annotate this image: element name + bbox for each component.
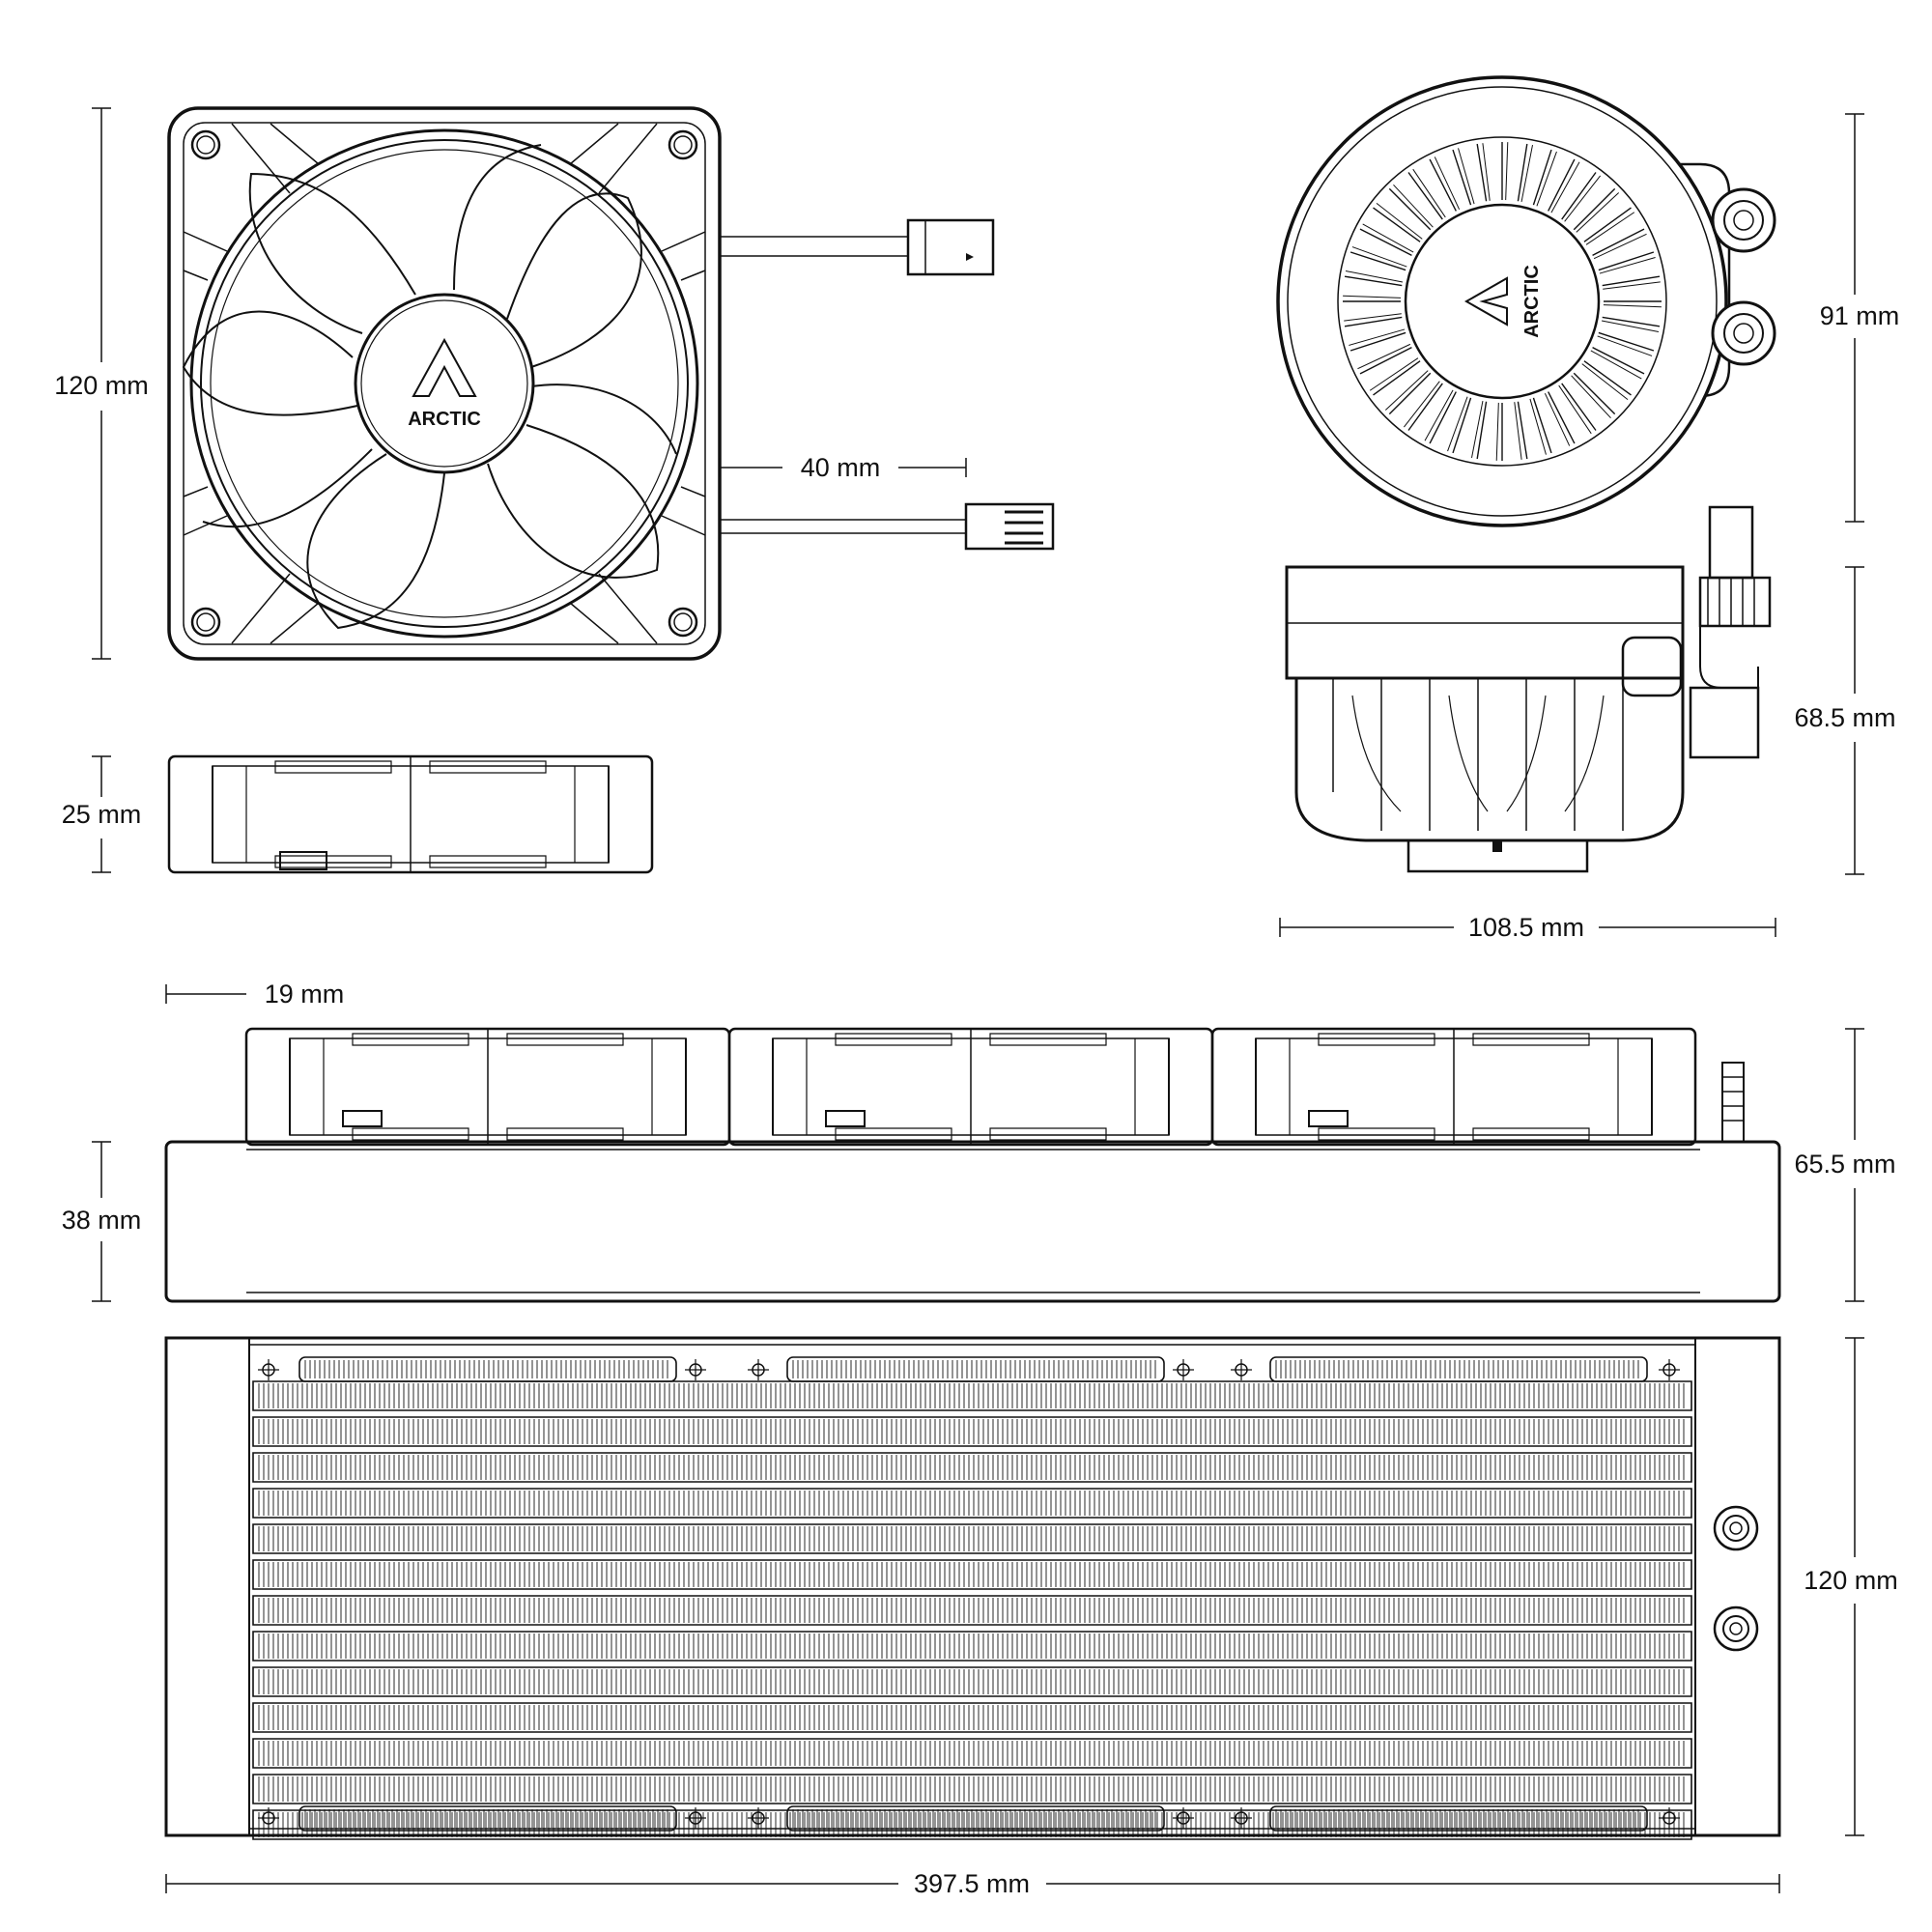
fitting-top <box>1713 189 1775 251</box>
dim-fan-thickness: 25 mm <box>62 800 142 829</box>
fan-hub <box>355 295 533 472</box>
dim-pump-height: 68.5 mm <box>1794 703 1895 732</box>
dim-radiator-length: 397.5 mm <box>914 1869 1030 1898</box>
fan-front-view: ARCTIC 40 mm 120 mm <box>54 108 1053 659</box>
fan-hub-logo: ARCTIC <box>408 409 481 430</box>
mount-hole-br <box>669 609 696 636</box>
radiator-front-view: 120 mm 397.5 mm <box>166 1338 1898 1898</box>
dim-cable-length: 40 mm <box>801 453 881 482</box>
dim-radiator-thickness: 38 mm <box>62 1206 142 1235</box>
argb-connector <box>908 220 993 274</box>
radiator-nozzle <box>1722 1063 1744 1142</box>
radiator-body-side <box>166 1142 1779 1301</box>
mount-hole-tr <box>669 131 696 158</box>
fan-blades <box>184 145 676 628</box>
fitting-bottom <box>1713 302 1775 364</box>
mount-hole-bl <box>192 609 219 636</box>
dim-radiator-fan-total: 65.5 mm <box>1794 1150 1895 1179</box>
radiator-fins <box>253 1357 1691 1839</box>
pump-logo: ARCTIC <box>1521 265 1543 338</box>
fan-shroud <box>191 130 697 637</box>
pump-top-view: ARCTIC 91 mm <box>1278 77 1899 526</box>
tube-stub <box>1710 507 1752 578</box>
fan-side-view: 25 mm <box>62 754 654 874</box>
dim-fan-offset: 19 mm <box>265 980 345 1009</box>
dim-pump-diameter: 91 mm <box>1820 301 1900 330</box>
dim-pump-width: 108.5 mm <box>1468 913 1584 942</box>
pwm-connector <box>966 504 1053 549</box>
pump-fins <box>1343 142 1662 461</box>
tube-elbow <box>1690 688 1758 757</box>
fan-connector-stub <box>280 852 327 869</box>
pump-side-view: 68.5 mm 108.5 mm <box>1280 507 1896 942</box>
radiator-port-top <box>1715 1507 1757 1549</box>
dim-fan-height: 120 mm <box>54 371 149 400</box>
radiator-port-bottom <box>1715 1607 1757 1650</box>
arctic-logo-icon <box>413 340 475 396</box>
radiator-frame <box>166 1338 1779 1835</box>
radiator-side-view: 19 mm 38 mm 65.5 mm <box>62 980 1896 1301</box>
dim-radiator-width: 120 mm <box>1804 1566 1898 1595</box>
pump-logo-icon <box>1466 278 1507 325</box>
fan-frame <box>169 108 720 659</box>
mount-hole-tl <box>192 131 219 158</box>
